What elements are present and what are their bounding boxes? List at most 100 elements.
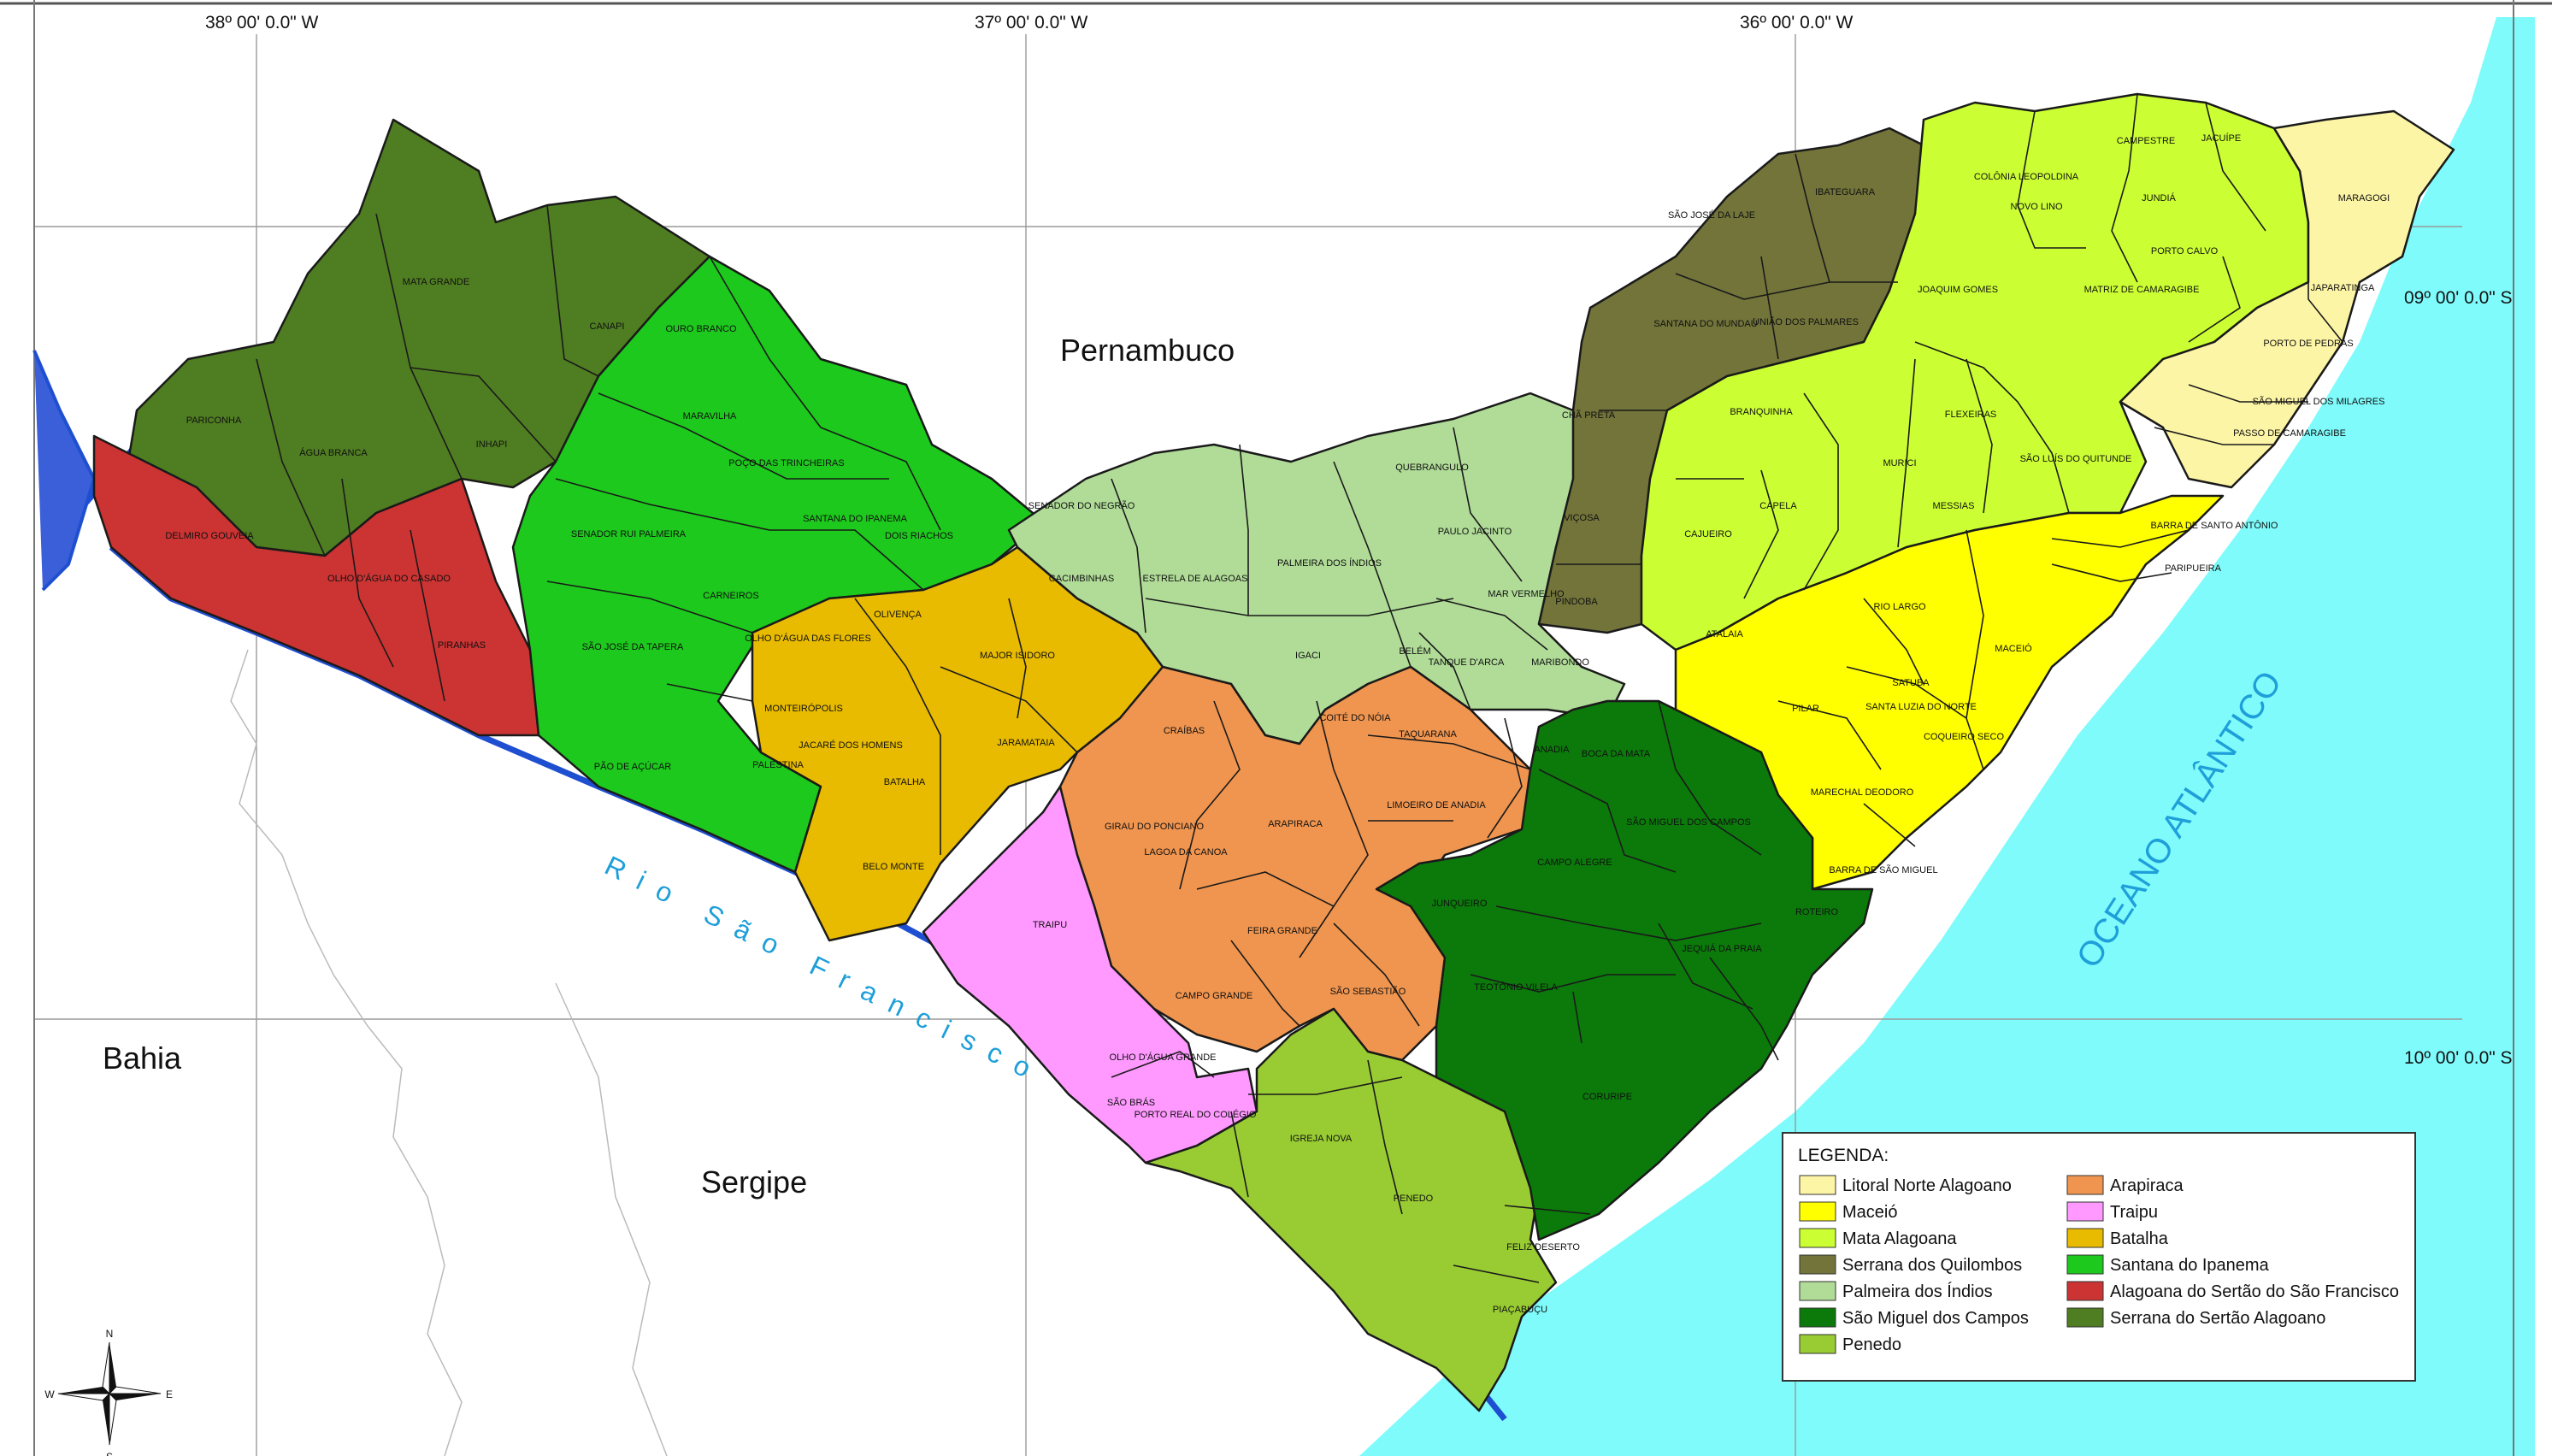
municipality-label: ARAPIRACA [1268,819,1323,829]
municipality-label: PÃO DE AÇÚCAR [594,761,672,772]
municipality-label: COITÉ DO NÓIA [1319,712,1391,723]
municipality-label: JOAQUIM GOMES [1918,285,1998,295]
region-batalha [751,545,1164,942]
municipality-label: SÃO LUÍS DO QUITUNDE [2020,453,2132,464]
municipality-label: INHAPI [476,439,508,450]
legend-swatch [1799,1281,1836,1301]
compass-rose: N S E W [44,1328,173,1456]
municipality-label: BOCA DA MATA [1582,749,1651,759]
region-sao-miguel-dos-campos [1375,699,1874,1241]
municipality-label: OLHO D'ÁGUA DO CASADO [327,573,451,584]
municipality-label: POÇO DAS TRINCHEIRAS [728,458,845,469]
state-label-pernambuco: Pernambuco [1060,333,1235,368]
municipality-label: ANADIA [1535,745,1571,755]
municipality-label: SENADOR DO NEGRÃO [1028,500,1135,511]
municipality-label: IBATEGUARA [1815,187,1876,197]
municipality-label: SÃO JOSÉ DA TAPERA [582,641,684,652]
municipality-label: MAR VERMELHO [1488,589,1565,599]
municipality-label: QUEBRANGULO [1395,463,1469,473]
legend-title: LEGENDA: [1798,1146,1889,1165]
compass-e: E [166,1388,173,1400]
municipality-label: NOVO LINO [2010,202,2063,212]
municipality-label: SÃO JOSÉ DA LAJE [1668,209,1755,221]
municipality-label: OURO BRANCO [665,324,737,334]
municipality-label: LIMOEIRO DE ANADIA [1387,800,1486,811]
municipality-label: ATALAIA [1706,629,1743,640]
municipal-boundaries [256,93,2343,1283]
coord-label-lon-37: 37º 00' 0.0" W [975,13,1088,32]
municipality-label: IGREJA NOVA [1290,1134,1353,1144]
municipality-label: SÃO MIGUEL DOS MILAGRES [2253,396,2385,407]
legend-swatch [2066,1175,2104,1195]
municipality-label: DELMIRO GOUVEIA [165,531,254,541]
legend-label: Maceió [1842,1203,1897,1222]
legend-swatch [2066,1281,2104,1301]
region-penedo [1144,1007,1558,1412]
municipality-label: FLEXEIRAS [1945,410,1997,420]
municipality-label: MARECHAL DEODORO [1811,787,1914,798]
compass-n: N [106,1328,114,1340]
municipality-label: CAMPO ALEGRE [1537,858,1612,868]
municipality-label: CAPELA [1759,501,1797,511]
coord-label-lat-10: 10º 00' 0.0" S [2404,1048,2513,1068]
municipality-label: PORTO REAL DO COLÉGIO [1135,1109,1257,1120]
municipality-label: JUNQUEIRO [1432,899,1488,909]
municipality-label: BATALHA [884,777,926,787]
municipality-label: SENADOR RUI PALMEIRA [571,529,687,539]
municipality-label: TEOTÔNIO VILELA [1474,981,1558,993]
municipality-label: CAMPO GRANDE [1176,991,1252,1001]
municipality-label: JUNDIÁ [2142,192,2176,203]
municipality-label: JARAMATAIA [997,738,1055,748]
legend-label: Traipu [2110,1203,2158,1222]
state-label-sergipe: Sergipe [701,1164,807,1200]
legend-swatch [1799,1334,1836,1354]
municipality-label: CORURIPE [1582,1092,1632,1102]
legend-swatch [2066,1307,2104,1328]
municipality-label: SÃO MIGUEL DOS CAMPOS [1626,816,1751,828]
municipality-label: BARRA DE SÃO MIGUEL [1829,864,1937,875]
municipality-label: SANTANA DO IPANEMA [803,514,908,524]
municipality-label: PIAÇABUÇU [1493,1305,1547,1315]
legend-label: Penedo [1842,1335,1901,1354]
region-traipu [922,785,1258,1164]
municipality-label: BELO MONTE [863,862,924,872]
municipality-label: PALMEIRA DOS ÍNDIOS [1277,557,1382,569]
municipality-label: CAJUEIRO [1684,529,1732,539]
municipality-label: SANTA LUZIA DO NORTE [1865,702,1977,712]
municipality-label: MATRIZ DE CAMARAGIBE [2084,285,2200,295]
municipality-label: SATUBA [1892,678,1930,688]
municipality-label: PARICONHA [186,416,242,426]
legend-swatch [1799,1201,1836,1222]
municipality-label: ROTEIRO [1795,907,1839,917]
legend-label: Serrana do Sertão Alagoano [2110,1309,2325,1328]
municipality-label: SÃO BRÁS [1107,1097,1155,1108]
municipality-label: DOIS RIACHOS [885,531,953,541]
municipality-label: PORTO DE PEDRAS [2263,339,2353,349]
municipality-label: MESSIAS [1933,501,1975,511]
municipality-label: MAJOR ISIDORO [980,651,1055,661]
municipality-label: BRANQUINHA [1730,407,1793,417]
municipality-label: CARNEIROS [703,591,758,601]
municipality-label: CHÃ PRETA [1562,410,1616,421]
municipality-label: BARRA DE SANTO ANTÔNIO [2151,520,2278,531]
legend-swatch [1799,1307,1836,1328]
municipality-label: COQUEIRO SECO [1924,732,2005,742]
municipality-label: LAGOA DA CANOA [1144,847,1228,858]
legend-swatch [1799,1254,1836,1275]
municipality-label: MARAGOGI [2338,193,2390,203]
municipality-label: CAMPESTRE [2117,136,2175,146]
legend-swatch [1799,1175,1836,1195]
legend-swatch [2066,1201,2104,1222]
municipality-label: CACIMBINHAS [1049,574,1114,584]
municipality-label: JACUÍPE [2201,133,2241,144]
legend-swatch [1799,1228,1836,1248]
municipality-label: JEQUIÁ DA PRAIA [1682,943,1762,954]
municipality-label: MACEIÓ [1995,643,2032,654]
municipality-label: JACARÉ DOS HOMENS [799,740,903,751]
municipality-label: OLHO D'ÁGUA GRANDE [1110,1052,1217,1063]
legend-swatch [2066,1254,2104,1275]
municipality-label: GIRAU DO PONCIANO [1105,822,1205,832]
municipality-label: FEIRA GRANDE [1247,926,1317,936]
